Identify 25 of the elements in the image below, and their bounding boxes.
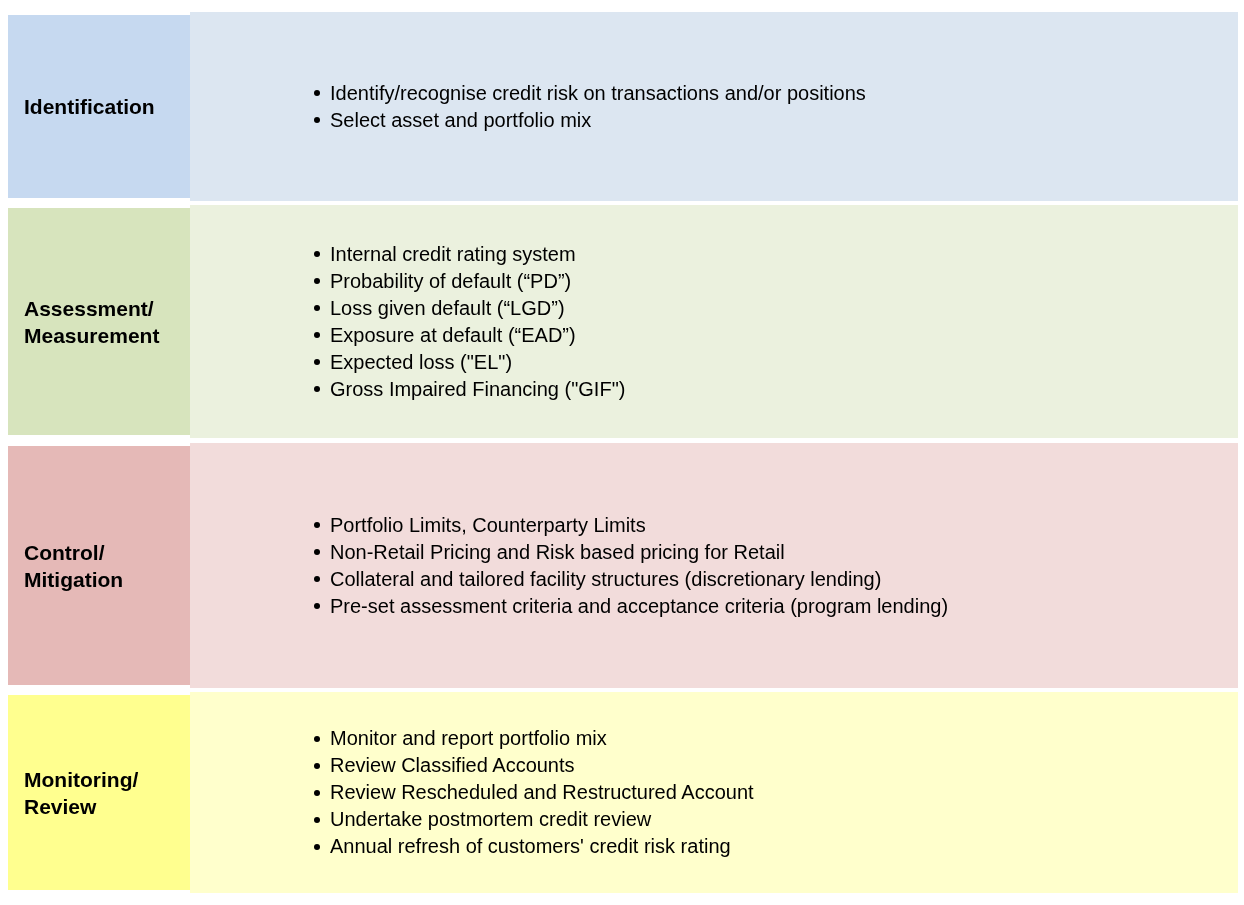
stage-heading: Identification (24, 94, 156, 120)
bullet-text: Loss given default (“LGD”) (330, 295, 565, 321)
bullet-text: Select asset and portfolio mix (330, 107, 592, 133)
bullet-text: Gross Impaired Financing ("GIF") (330, 376, 626, 402)
content-band (190, 443, 1238, 688)
stage-heading: Control/ Mitigation (24, 539, 125, 593)
stage-heading: Monitoring/ Review (24, 766, 140, 820)
bullet-text: Review Rescheduled and Restructured Account (330, 780, 754, 805)
bullet-text: Portfolio Limits, Counterparty Limits (330, 512, 646, 538)
bullet-text: Exposure at default (“EAD”) (330, 322, 576, 348)
stage-heading: Assessment/ Measurement (24, 295, 161, 349)
bullet-text: Non-Retail Pricing and Risk based pricing for Retail (330, 539, 785, 565)
bullet-text: Collateral and tailored facility structures (discretionary lending) (330, 566, 882, 592)
content-band (190, 205, 1238, 438)
bullet-text: Identify/recognise credit risk on transactions and/or positions (330, 80, 866, 106)
content-band (190, 692, 1238, 893)
bullet-text: Annual refresh of customers' credit risk rating (330, 834, 731, 859)
bullet-text: Review Classified Accounts (330, 753, 575, 778)
bullet-text: Internal credit rating system (330, 241, 576, 267)
bullet-text: Expected loss ("EL") (330, 349, 513, 375)
bullet-text: Probability of default (“PD”) (330, 268, 572, 294)
bullet-text: Undertake postmortem credit review (330, 807, 652, 832)
content-band (190, 12, 1238, 201)
bullet-text: Monitor and report portfolio mix (330, 726, 607, 751)
bullet-text: Pre-set assessment criteria and acceptance criteria (program lending) (330, 593, 949, 619)
